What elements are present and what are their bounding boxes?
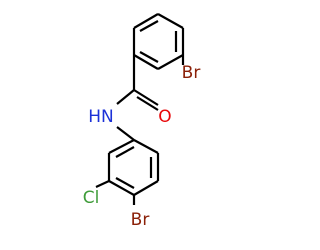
carbonyl-to-amine-bond [116, 89, 135, 105]
chlorine-label: Cl [83, 188, 100, 208]
bromine-top-label: Br [182, 63, 201, 83]
ring-to-chlorine-bond [95, 180, 110, 188]
ring-bottom-bond-3 [133, 180, 159, 196]
nitrogen-label: HN [88, 107, 114, 127]
ring-bottom-bond-1 [133, 139, 159, 154]
carbonyl-double-bond-2 [136, 96, 159, 111]
amine-to-ring-bond [116, 126, 135, 141]
ring-top-bond-5 [133, 54, 159, 70]
bromine-bottom-label: Br [131, 210, 150, 230]
ring-bottom-inner-bond-2 [115, 177, 135, 189]
ring-bottom-bond-4 [108, 180, 135, 196]
bond-lines [95, 13, 185, 205]
oxygen-label: O [158, 107, 171, 127]
ring-top-bond-4 [157, 54, 184, 70]
atom-labels: Br HN O Cl Br [83, 63, 201, 230]
carbonyl-double-bond-1 [133, 89, 159, 106]
ring-top-inner-bond-1 [139, 20, 159, 32]
chemical-structure-diagram: Br HN O Cl Br [83, 13, 201, 230]
ring-bottom-bond-6 [108, 139, 135, 154]
ring-top-bond-1 [133, 13, 159, 29]
ring-top-bond-2 [157, 13, 184, 29]
ring-top-inner-bond-3 [139, 51, 159, 63]
ring-bottom-inner-bond-3 [115, 146, 135, 158]
